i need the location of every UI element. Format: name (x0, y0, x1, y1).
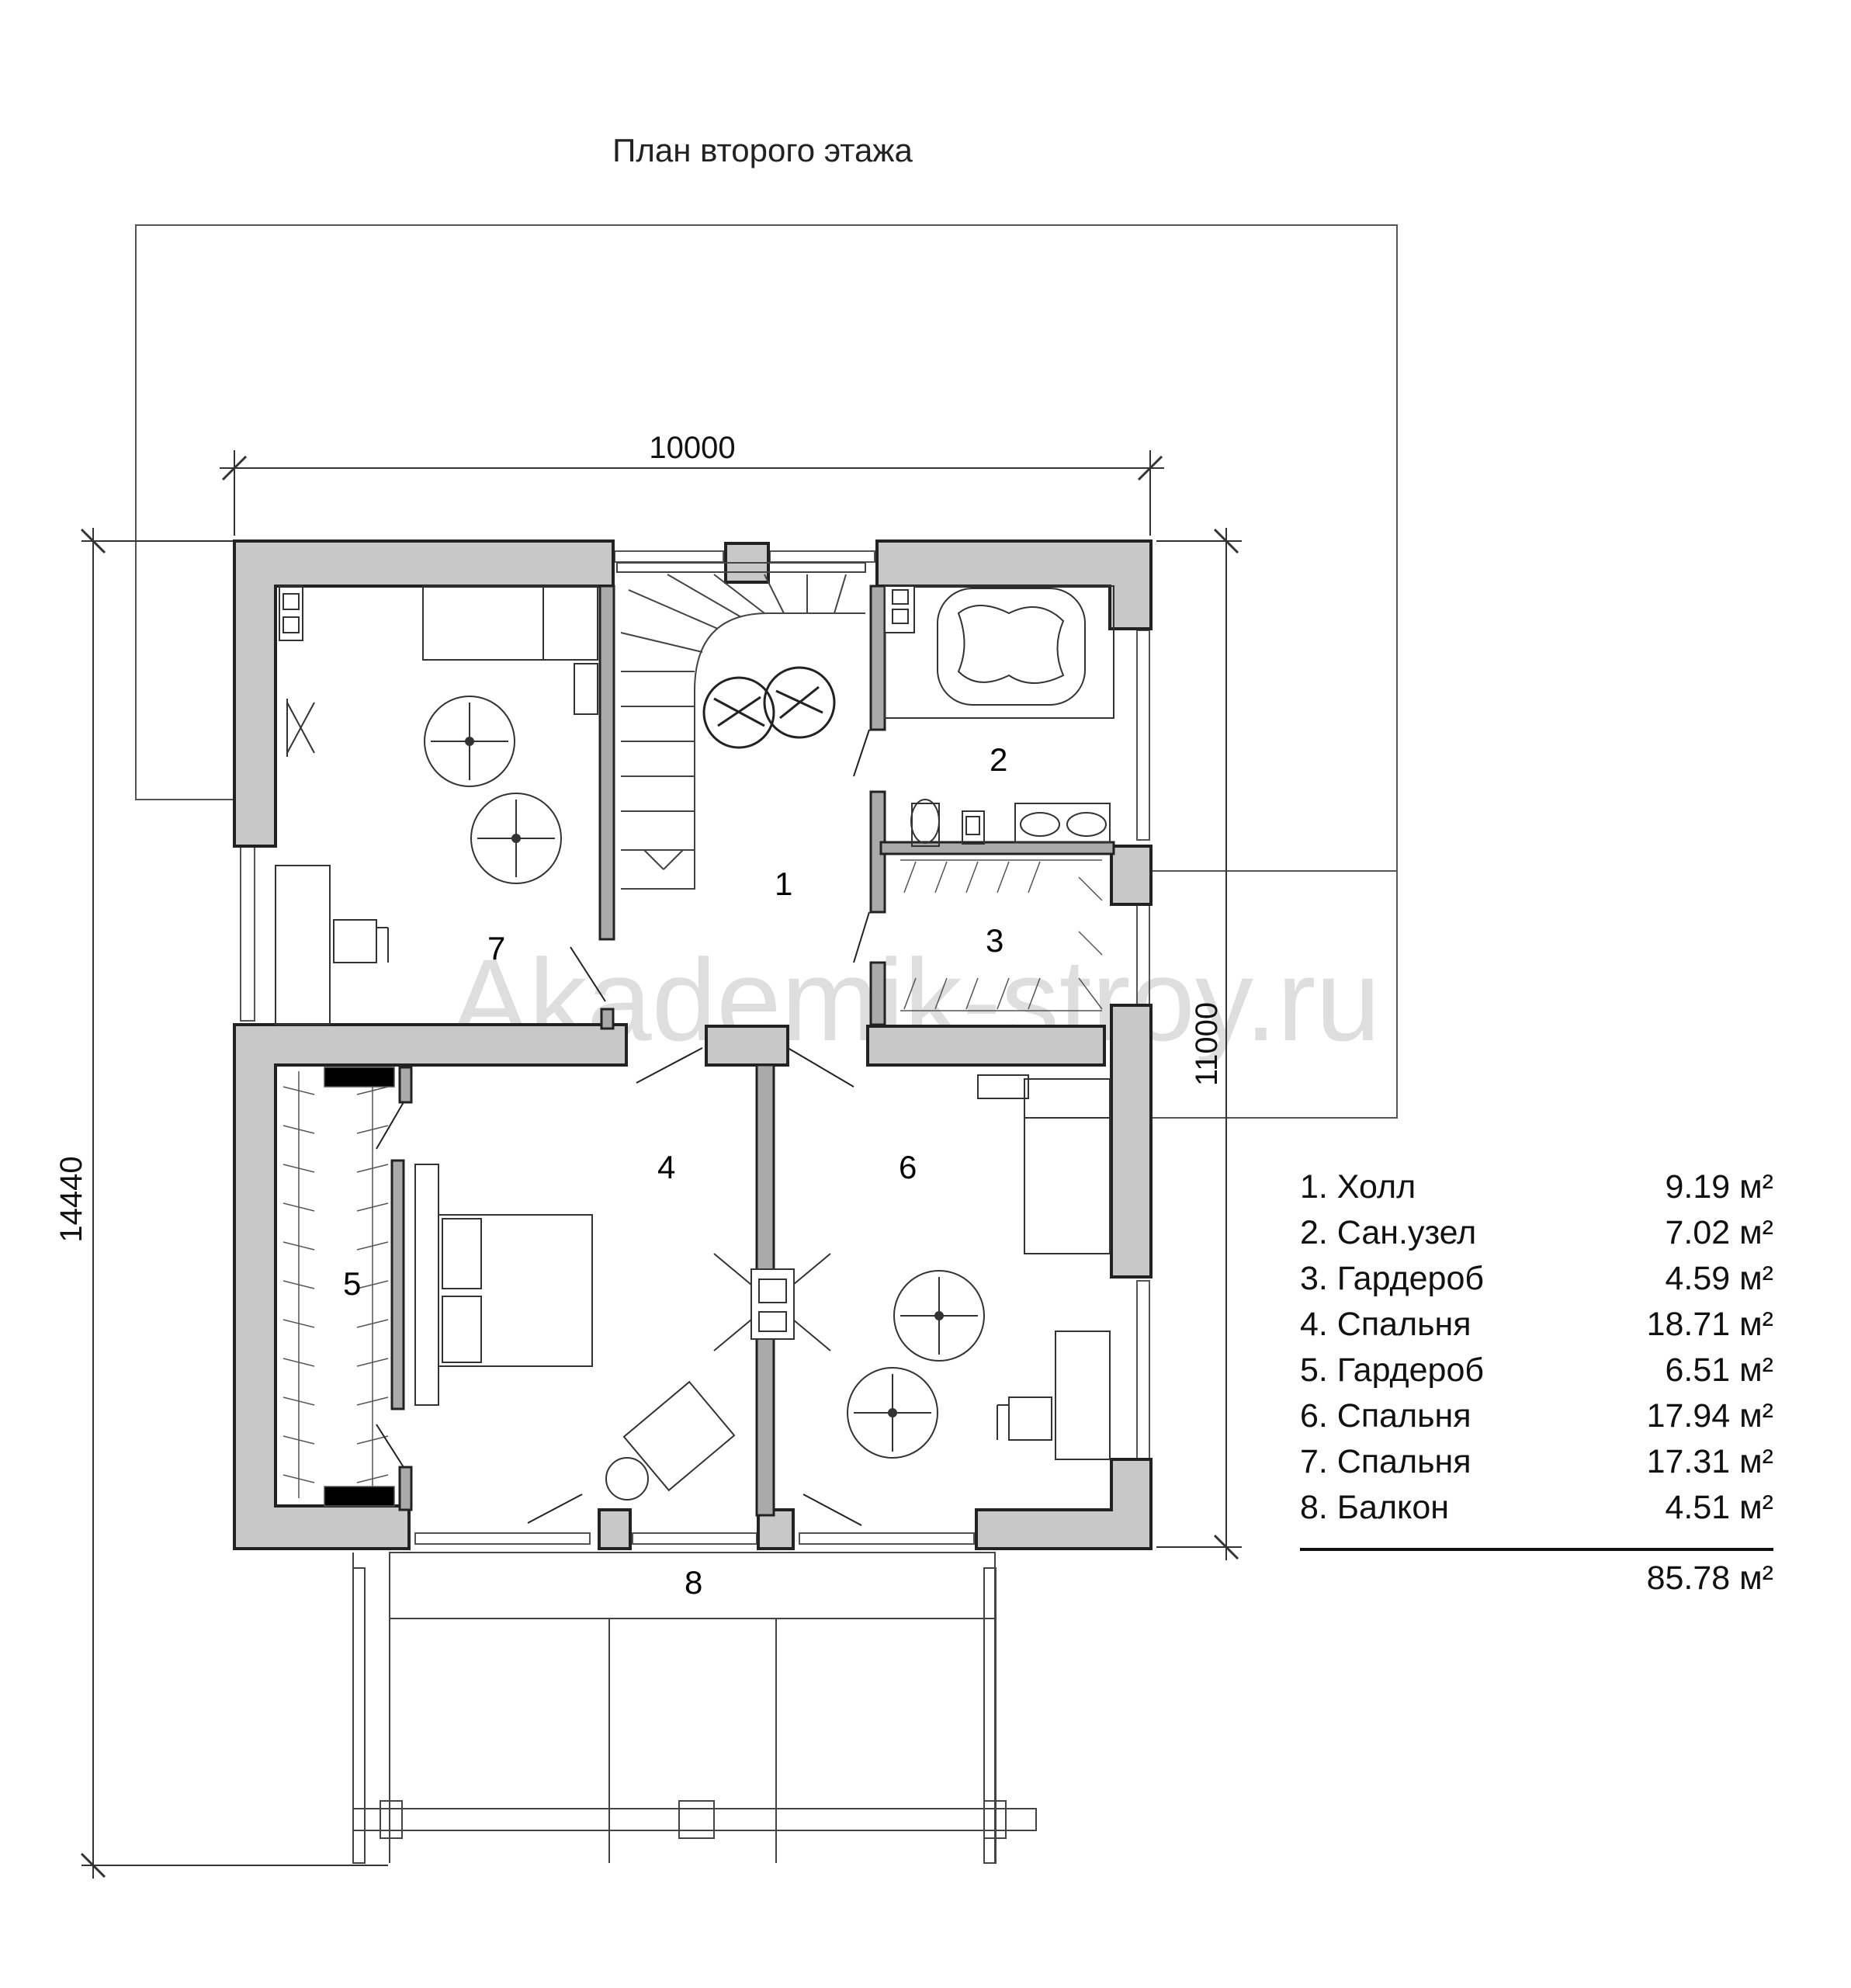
staircase (616, 562, 866, 890)
bedroom-6-furniture (847, 1074, 1111, 1460)
dimension-top-label: 10000 (649, 431, 735, 465)
legend-divider (1300, 1548, 1773, 1551)
plan-title: План второго этажа (612, 132, 913, 168)
walls (233, 540, 1153, 1550)
dimension-right-label: 11000 (1190, 1002, 1224, 1086)
dimension-left (80, 528, 388, 1879)
room-label-4: 4 (657, 1149, 676, 1185)
bedroom-4-furniture (414, 1164, 831, 1501)
room-label-8: 8 (685, 1564, 703, 1601)
room-label-7: 7 (487, 930, 506, 966)
dimension-right (1156, 528, 1242, 1560)
door-swings (376, 729, 870, 1526)
balcony (352, 1552, 1037, 1864)
dimension-left-label: 14440 (54, 1156, 88, 1242)
wardrobe-3-hangers (900, 859, 1103, 1011)
room-label-1: 1 (775, 866, 793, 902)
room-label-3: 3 (986, 922, 1004, 959)
room-label-2: 2 (990, 741, 1008, 778)
bedroom-7-furniture (275, 585, 598, 1025)
dimension-top (220, 450, 1164, 536)
legend-total: 85.78 м² (1646, 1560, 1773, 1597)
floor-plan: Akademik-stroy.ru 10000 11000 14440 (54, 224, 1398, 1879)
plant-icons (702, 666, 836, 749)
room-label-5: 5 (343, 1265, 362, 1302)
room-label-6: 6 (899, 1149, 917, 1185)
bathroom-fixtures (884, 585, 1114, 847)
roof-outline (135, 224, 1398, 1119)
wardrobe-5-hangers (283, 1067, 395, 1507)
